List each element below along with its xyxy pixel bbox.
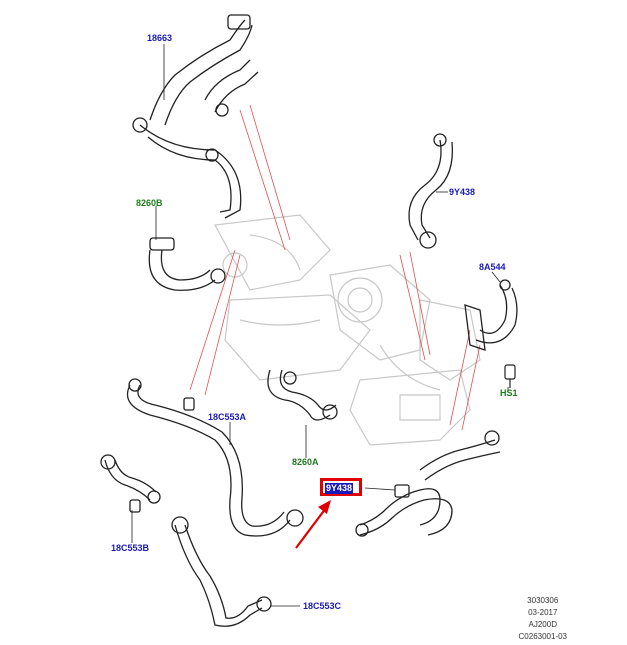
highlight-box (320, 478, 362, 496)
label-8260a[interactable]: 8260A (292, 457, 319, 467)
bracket-hs1 (504, 364, 516, 388)
reference-line: 03-2017 (528, 608, 558, 617)
reference-line: AJ200D (528, 620, 557, 629)
hose-18663 (132, 14, 259, 219)
label-18c553c[interactable]: 18C553C (303, 601, 342, 611)
hose-9y438-lower (355, 430, 501, 537)
label-18c553a[interactable]: 18C553A (208, 412, 247, 422)
highlight-arrow (295, 500, 331, 549)
engine-background (214, 214, 481, 446)
label-8260b[interactable]: 8260B (136, 198, 163, 208)
hose-18c553b (100, 454, 161, 513)
hose-8260b (148, 237, 226, 291)
hose-18c553a (126, 378, 304, 537)
reference-block: 3030306 03-2017 AJ200D C0263001-03 (519, 595, 567, 643)
callout-lines (131, 44, 509, 607)
hose-18c553c (171, 516, 272, 627)
label-9y438-upper[interactable]: 9Y438 (449, 187, 476, 197)
label-18c553b[interactable]: 18C553B (111, 543, 150, 553)
label-9y438-highlighted[interactable]: 9Y438 (325, 483, 354, 494)
label-18663[interactable]: 18663 (147, 33, 173, 43)
label-8a544[interactable]: 8A544 (479, 262, 506, 272)
label-hs1[interactable]: HS1 (500, 388, 518, 398)
hose-8260a (267, 369, 338, 421)
hose-8a544 (464, 279, 518, 351)
hose-9y438-upper (408, 133, 454, 249)
leader-lines (189, 104, 481, 431)
reference-line: 3030306 (527, 596, 559, 605)
reference-line: C0263001-03 (518, 632, 567, 641)
